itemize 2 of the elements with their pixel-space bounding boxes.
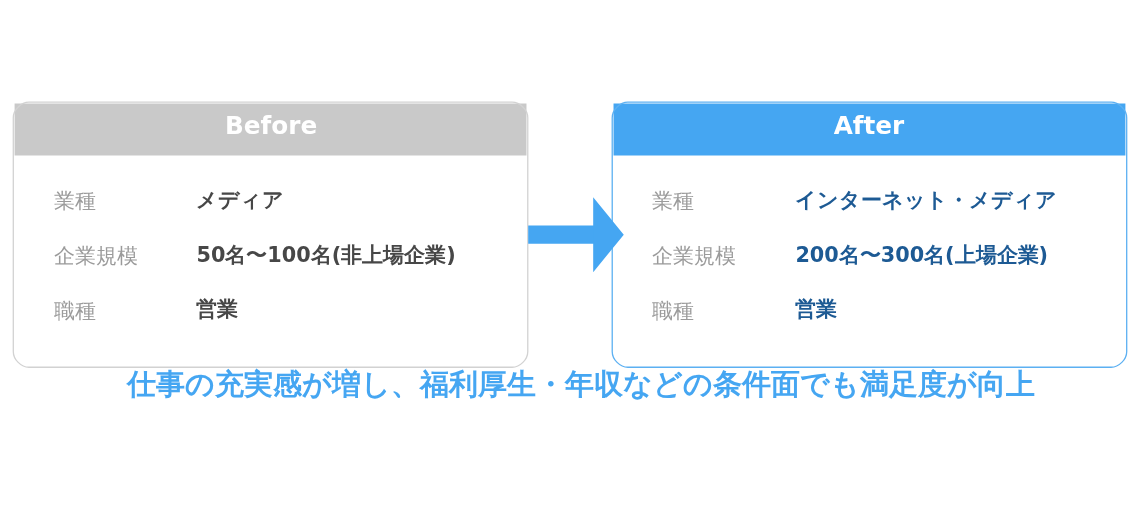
arrow bbox=[528, 196, 624, 272]
caption: 仕事の充実感が増し、福利厚生・年収などの条件面でも満足度が向上 bbox=[126, 366, 1035, 401]
